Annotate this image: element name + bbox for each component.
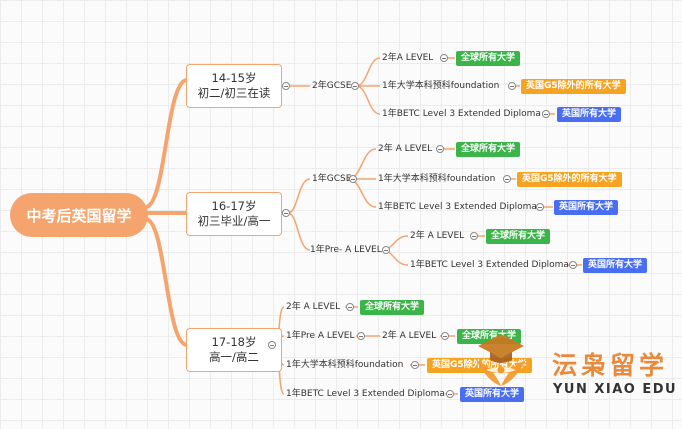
tag-all-global: 全球所有大学	[456, 51, 521, 66]
brand-logo-icon	[476, 334, 526, 386]
node-g2-pre-btec[interactable]: 1年BETC Level 3 Extended Diploma	[410, 260, 569, 270]
group-grade: 初二/初三在读	[197, 86, 271, 100]
node-g2-gcse-foundation[interactable]: 1年大学本科预科foundation	[378, 174, 496, 184]
collapse-toggle-icon[interactable]	[441, 332, 449, 340]
collapse-toggle-icon[interactable]	[349, 175, 357, 183]
group-age: 14-15岁	[211, 71, 257, 85]
tag-uk-except-g5: 英国G5除外的所有大学	[521, 79, 626, 94]
group-node-16-17[interactable]: 16-17岁 初三毕业/高一	[186, 192, 282, 236]
root-label: 中考后英国留学	[26, 206, 132, 225]
group-age: 17-18岁	[211, 335, 257, 349]
group-node-14-15[interactable]: 14-15岁 初二/初三在读	[186, 64, 282, 108]
collapse-toggle-icon[interactable]	[268, 341, 276, 349]
node-g2-gcse-alevel[interactable]: 2年 A LEVEL	[378, 144, 433, 154]
collapse-toggle-icon[interactable]	[282, 209, 290, 217]
collapse-toggle-icon[interactable]	[503, 175, 511, 183]
brand-name-en: YUN XIAO EDU	[553, 382, 678, 397]
brand-name-cn: 沄枭留学	[552, 351, 669, 380]
collapse-toggle-icon[interactable]	[346, 303, 354, 311]
collapse-toggle-icon[interactable]	[382, 246, 390, 254]
tag-all-global: 全球所有大学	[360, 300, 425, 315]
collapse-toggle-icon[interactable]	[470, 232, 478, 240]
node-g1-alevel[interactable]: 2年A LEVEL	[382, 53, 434, 63]
collapse-toggle-icon[interactable]	[351, 82, 359, 90]
group-grade: 初三毕业/高一	[197, 214, 271, 228]
collapse-toggle-icon[interactable]	[542, 110, 550, 118]
node-g3-pre-alevel[interactable]: 2年 A LEVEL	[382, 331, 437, 341]
node-g3-foundation[interactable]: 1年大学本科预科foundation	[286, 360, 404, 370]
tag-all-global: 全球所有大学	[456, 142, 521, 157]
collapse-toggle-icon[interactable]	[446, 390, 454, 398]
tag-all-global: 全球所有大学	[486, 229, 551, 244]
node-g2-gcse[interactable]: 1年GCSE	[312, 174, 352, 184]
node-g2-prealevel[interactable]: 1年Pre- A LEVEL	[310, 245, 382, 255]
tag-all-uk: 英国所有大学	[583, 258, 648, 273]
node-g3-btec[interactable]: 1年BETC Level 3 Extended Diploma	[286, 389, 445, 399]
node-g2-gcse-btec[interactable]: 1年BETC Level 3 Extended Diploma	[378, 202, 537, 212]
group-node-17-18[interactable]: 17-18岁 高一/高二	[186, 328, 282, 372]
node-g3-alevel[interactable]: 2年 A LEVEL	[286, 302, 341, 312]
collapse-toggle-icon[interactable]	[536, 203, 544, 211]
collapse-toggle-icon[interactable]	[436, 145, 444, 153]
collapse-toggle-icon[interactable]	[411, 361, 419, 369]
collapse-toggle-icon[interactable]	[282, 82, 290, 90]
collapse-toggle-icon[interactable]	[440, 54, 448, 62]
group-age: 16-17岁	[211, 199, 257, 213]
collapse-toggle-icon[interactable]	[569, 261, 577, 269]
tag-all-uk: 英国所有大学	[557, 107, 622, 122]
collapse-toggle-icon[interactable]	[508, 82, 516, 90]
node-g1-gcse[interactable]: 2年GCSE	[312, 81, 352, 91]
tag-all-uk: 英国所有大学	[460, 387, 525, 402]
group-grade: 高一/高二	[209, 350, 259, 364]
node-g1-btec[interactable]: 1年BETC Level 3 Extended Diploma	[382, 109, 541, 119]
tag-uk-except-g5: 英国G5除外的所有大学	[517, 172, 622, 187]
tag-all-uk: 英国所有大学	[554, 200, 619, 215]
node-g1-foundation[interactable]: 1年大学本科预科foundation	[382, 81, 500, 91]
collapse-toggle-icon[interactable]	[357, 332, 365, 340]
node-g2-pre-alevel[interactable]: 2年 A LEVEL	[410, 231, 465, 241]
node-g3-prealevel[interactable]: 1年Pre A LEVEL	[286, 331, 355, 341]
root-node[interactable]: 中考后英国留学	[10, 193, 148, 237]
